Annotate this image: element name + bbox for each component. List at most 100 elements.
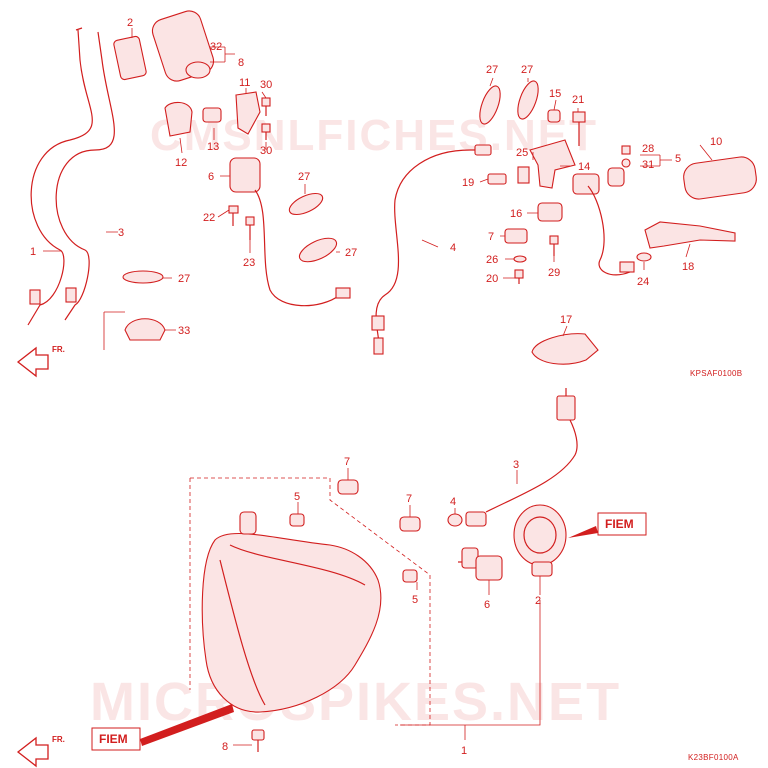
switch-16	[537, 202, 563, 222]
front-marker-lower-label: FR.	[52, 735, 65, 744]
callout-upper-15: 15	[549, 88, 561, 100]
callout-upper-21: 21	[572, 94, 584, 106]
callout-upper-3: 3	[118, 227, 124, 239]
upper-diagram: FR.	[16, 10, 757, 378]
callout-upper-31: 31	[642, 159, 654, 171]
spring-25	[517, 166, 530, 184]
callout-upper-19: 19	[462, 177, 474, 189]
screw-22	[228, 205, 239, 226]
grip-sleeve	[113, 35, 147, 81]
callout-upper-12: 12	[175, 157, 187, 169]
callout-upper-18: 18	[682, 261, 694, 273]
fiem-tag-right-label: FIEM	[605, 517, 634, 531]
position-bulb-5a	[289, 513, 305, 527]
callout-lower-4: 4	[450, 496, 456, 508]
rubber-cap-7a	[337, 479, 359, 495]
front-arrow-lower: FR.	[16, 735, 65, 768]
callout-upper-33: 33	[178, 325, 190, 337]
headlight-assembly	[201, 511, 382, 713]
switch-harness-5	[572, 167, 635, 276]
front-arrow-upper: FR.	[16, 345, 65, 378]
callout-upper-30b: 30	[260, 145, 272, 157]
nut-26	[513, 255, 527, 263]
callout-lower-8: 8	[222, 741, 228, 753]
callout-lower-5b: 5	[412, 594, 418, 606]
bulb-socket-4	[447, 511, 487, 527]
washer-31	[621, 158, 631, 168]
diagram-code-upper: KPSAF0100B	[690, 369, 742, 378]
throttle-cable-3	[55, 31, 115, 321]
band-27-b	[298, 237, 338, 263]
watermark-bottom: MICROSPIKES.NET	[90, 672, 621, 732]
fiem-tag-left-label: FIEM	[99, 732, 128, 746]
band-27-e	[517, 80, 539, 120]
callout-lower-7b: 7	[406, 493, 412, 505]
lever-cover-17	[531, 333, 599, 365]
lever-bracket-14	[529, 139, 576, 189]
callout-upper-27a: 27	[298, 171, 310, 183]
headlight-bulb-6	[458, 547, 503, 581]
callout-lower-3: 3	[513, 459, 519, 471]
callout-upper-2: 2	[127, 17, 133, 29]
callout-upper-20: 20	[486, 273, 498, 285]
housing-clamp	[202, 107, 222, 123]
callout-upper-26: 26	[486, 254, 498, 266]
grommet-15	[547, 109, 561, 123]
throttle-grip	[151, 10, 215, 82]
callout-upper-24: 24	[637, 276, 649, 288]
screw-23	[245, 216, 255, 240]
band-33	[124, 318, 166, 341]
fiem-tag-left: FIEM	[91, 704, 234, 751]
front-marker-upper-label: FR.	[52, 345, 65, 354]
lower-diagram: FIEM FIEM FR. 1 2 3 4 5 5 6 7 7 8 K23BF0…	[16, 388, 739, 768]
fiem-tag-right: FIEM	[568, 512, 647, 538]
screw-30-b	[261, 123, 271, 140]
headlight-harness-3	[485, 388, 578, 513]
screw-29	[549, 235, 559, 256]
callout-upper-4: 4	[450, 242, 456, 254]
throttle-cable-1	[27, 27, 93, 326]
band-27-d	[479, 85, 501, 125]
stop-switch	[229, 157, 351, 307]
dust-cover-2	[513, 504, 567, 577]
band-27-a	[288, 192, 324, 216]
callout-upper-27d: 27	[486, 64, 498, 76]
screw-28	[621, 145, 631, 155]
diagram-code-lower: K23BF0100A	[688, 753, 739, 762]
band-27-c	[122, 270, 164, 284]
screw-19	[487, 173, 507, 185]
position-bulb-5b	[402, 569, 418, 583]
callout-upper-29: 29	[548, 267, 560, 279]
callout-upper-14: 14	[578, 161, 590, 173]
callout-lower-7a: 7	[344, 456, 350, 468]
clutch-cable-4	[371, 144, 492, 355]
callout-upper-28: 28	[642, 143, 654, 155]
switch-7	[504, 228, 528, 244]
callout-upper-1: 1	[30, 246, 36, 258]
callout-upper-7: 7	[488, 231, 494, 243]
callout-upper-6: 6	[208, 171, 214, 183]
clutch-lever-18	[644, 221, 736, 249]
callout-lower-2: 2	[535, 595, 541, 607]
pivot-bolt-21	[572, 111, 586, 146]
callout-upper-27b: 27	[345, 247, 357, 259]
callout-lower-6: 6	[484, 599, 490, 611]
callout-upper-27c: 27	[178, 273, 190, 285]
callout-upper-10: 10	[710, 136, 722, 148]
callout-upper-13: 13	[207, 141, 219, 153]
handle-grip-10	[683, 156, 757, 200]
callout-upper-27e: 27	[521, 64, 533, 76]
clip-33-bracket	[103, 311, 125, 350]
callout-upper-25: 25	[516, 147, 528, 159]
callout-upper-23: 23	[243, 257, 255, 269]
callout-upper-22: 22	[203, 212, 215, 224]
callout-lower-5a: 5	[294, 491, 300, 503]
callout-upper-17: 17	[560, 314, 572, 326]
callout-upper-11: 11	[239, 77, 250, 89]
callout-upper-32: 32	[210, 41, 222, 53]
nut-24	[636, 252, 652, 262]
rubber-cap-7b	[399, 516, 421, 532]
throttle-housing-lower	[164, 101, 193, 137]
callout-upper-5: 5	[675, 153, 681, 165]
